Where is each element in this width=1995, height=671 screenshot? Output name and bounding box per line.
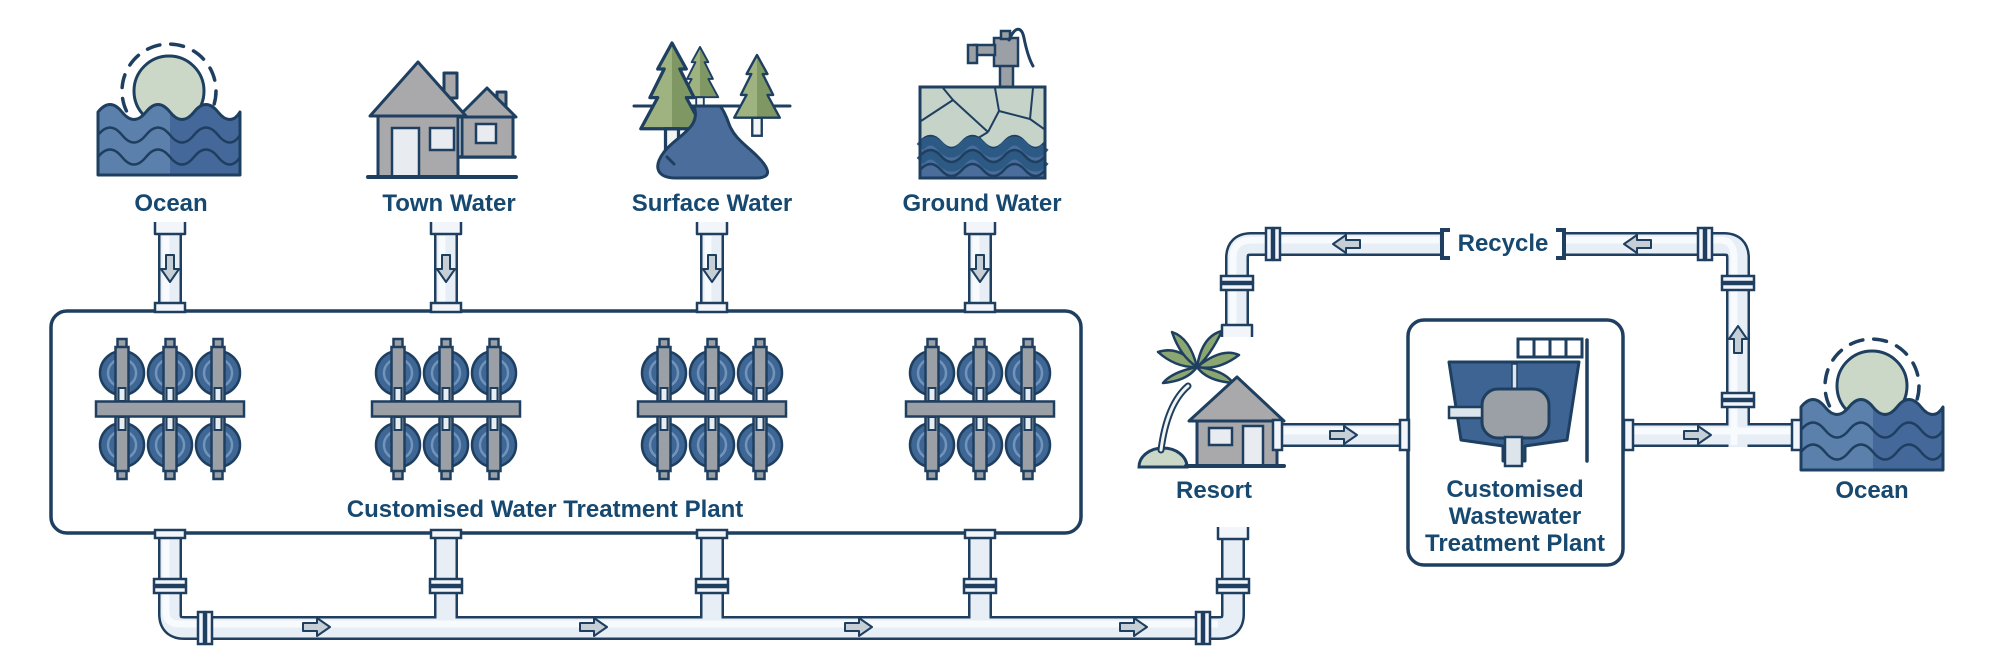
membrane-unit-4	[904, 337, 1056, 481]
wastewater-plant-label-line1: Customised	[1446, 476, 1584, 503]
source-label-town-water: Town Water	[382, 190, 516, 217]
water-treatment-plant-box	[49, 309, 1083, 535]
pipe-end-cap	[429, 222, 463, 236]
pipe-fittings	[152, 222, 1803, 646]
membrane-unit-2	[370, 337, 522, 481]
pipe-end-cap	[695, 222, 729, 236]
outfall-label-ocean: Ocean	[1835, 477, 1909, 504]
wastewater-plant-label-line2: Wastewater	[1448, 503, 1582, 530]
ocean-outfall-icon	[1801, 339, 1943, 470]
pipe-end-cap	[153, 222, 187, 236]
wastewater-plant-icon	[1447, 337, 1589, 468]
source-label-ocean: Ocean	[134, 190, 208, 217]
palm-fronds	[1156, 329, 1241, 385]
source-label-ground-water: Ground Water	[902, 190, 1062, 217]
membrane-unit-1	[94, 337, 246, 481]
recycle-right-bracket	[1556, 228, 1566, 260]
pipe-end-cap	[1220, 323, 1254, 337]
pipe-end-cap	[1216, 527, 1250, 541]
wastewater-plant-label-line3: Treatment Plant	[1424, 530, 1606, 557]
resort-icon	[1137, 329, 1286, 469]
town-water-icon	[366, 60, 518, 179]
recycle-label: Recycle	[1457, 230, 1549, 257]
ground-water-icon	[920, 27, 1045, 180]
surface-water-icon	[632, 41, 792, 180]
membrane-unit-3	[636, 337, 788, 481]
pipe-flanges	[152, 226, 1756, 646]
resort-label: Resort	[1175, 477, 1253, 504]
treatment-plant-label: Customised Water Treatment Plant	[346, 496, 744, 523]
source-label-surface-water: Surface Water	[631, 190, 793, 217]
ocean-source-icon	[98, 44, 240, 175]
pipe-end-cap	[963, 222, 997, 236]
recycle-left-bracket	[1440, 228, 1450, 260]
